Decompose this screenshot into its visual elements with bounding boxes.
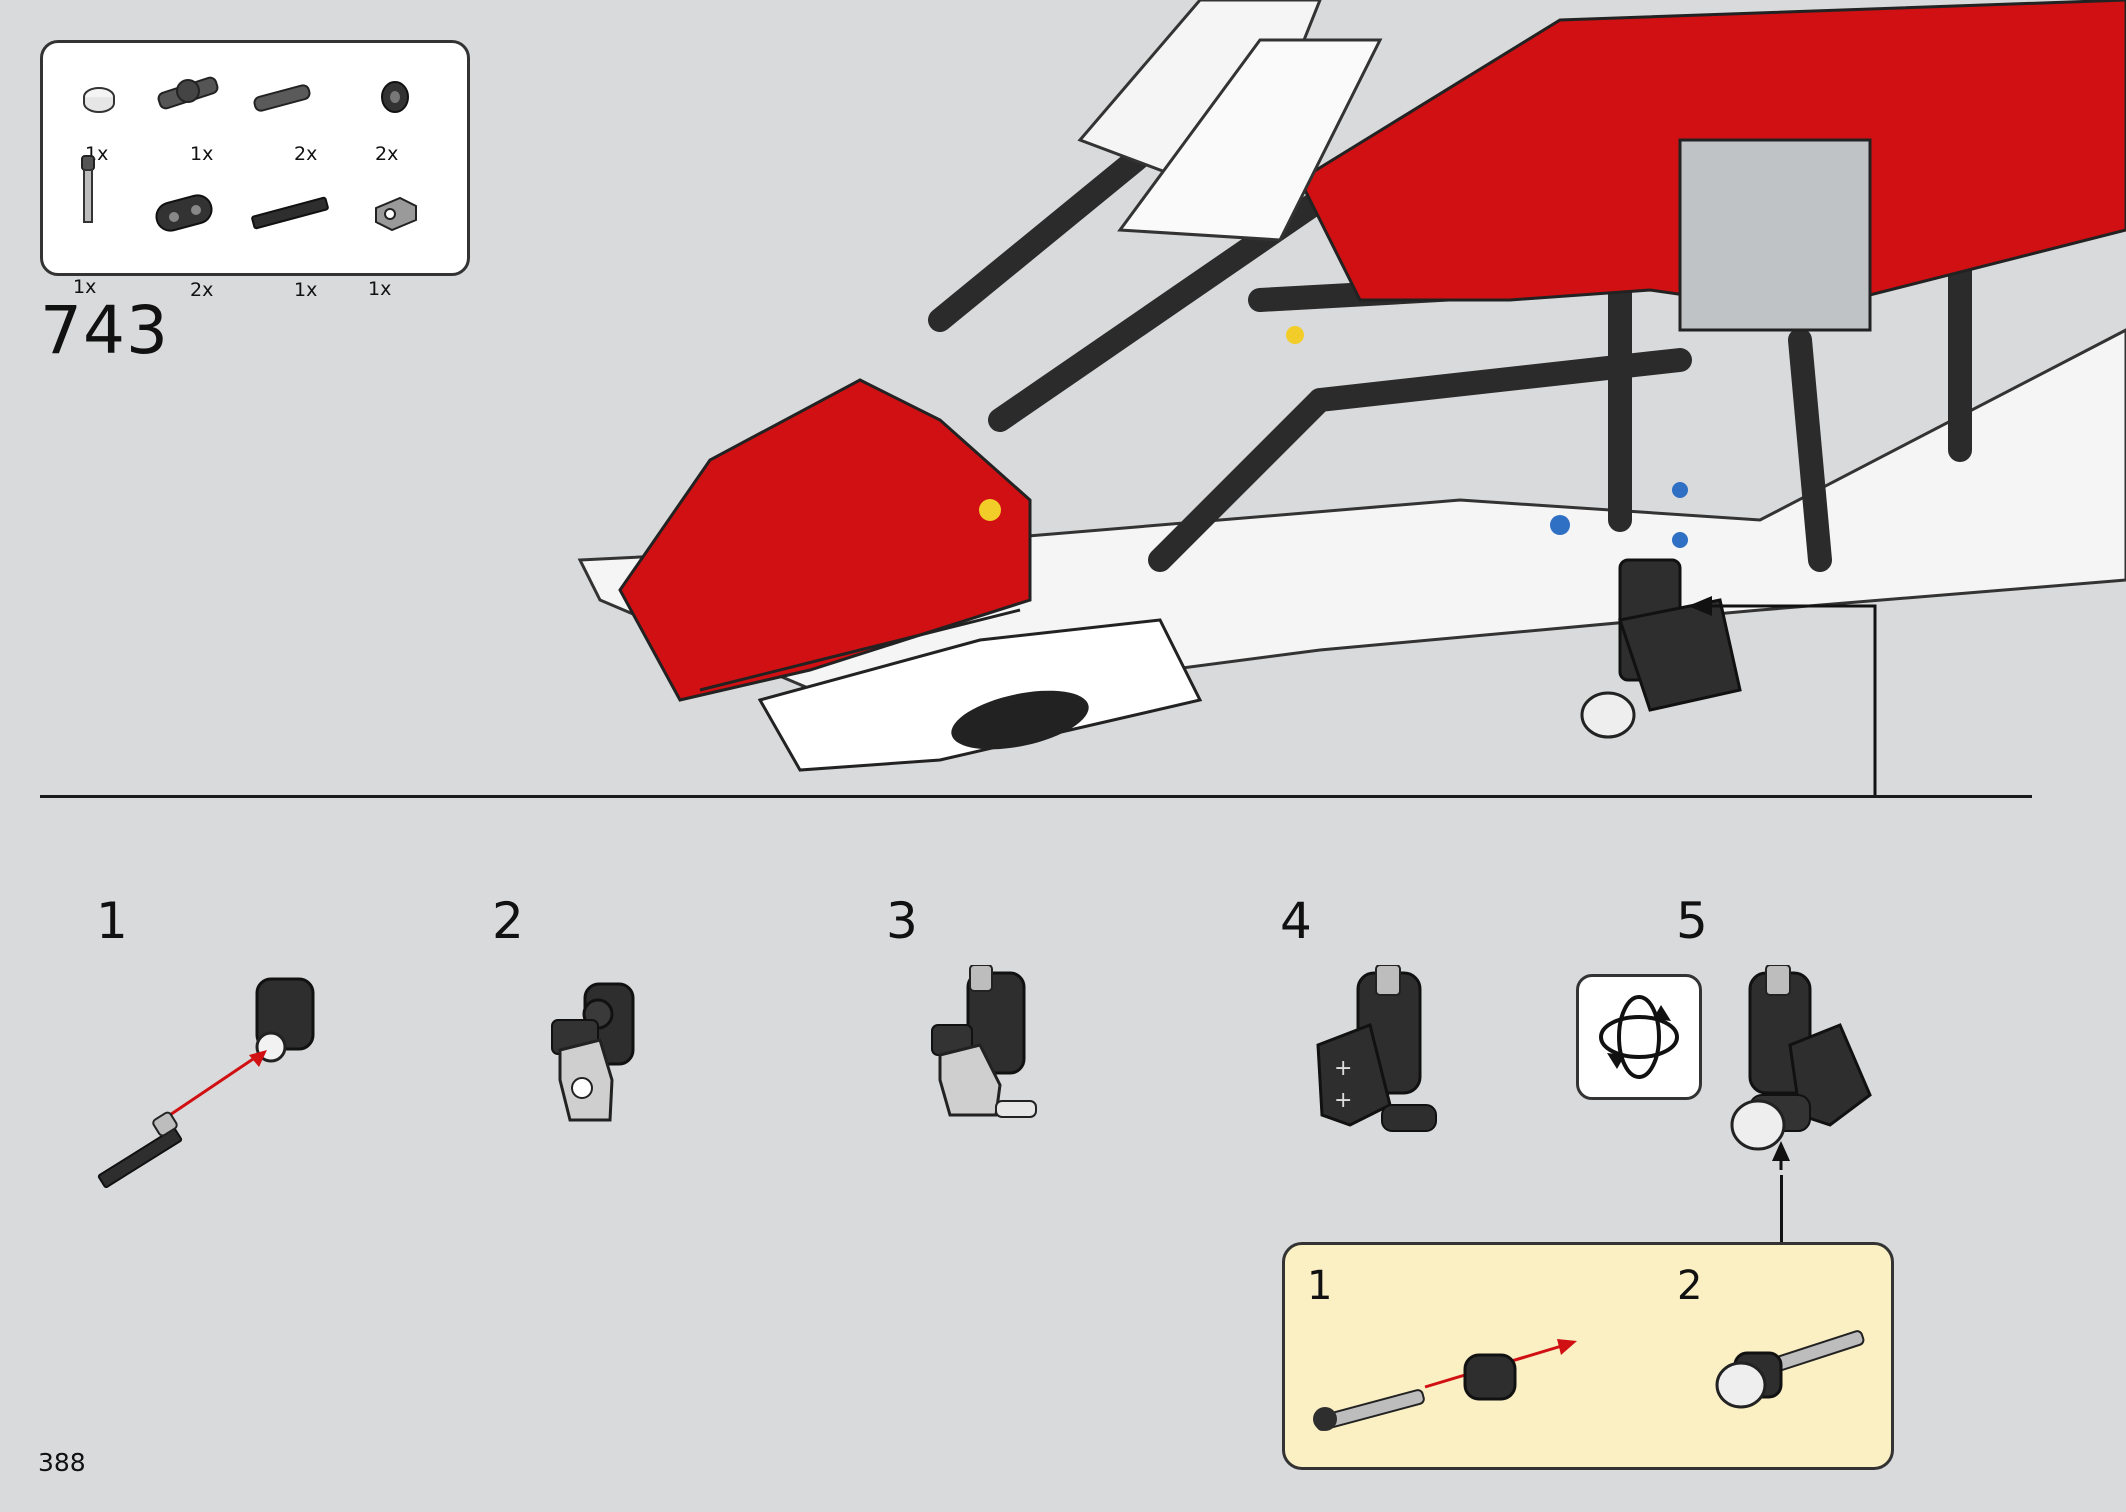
sub-assembly-callout: 1 2 <box>1282 1242 1894 1470</box>
substep-5-illustration <box>1730 965 1872 1170</box>
part-qty: 1x <box>73 276 97 298</box>
step-number: 743 <box>40 292 169 369</box>
connector-icon <box>375 196 417 232</box>
parts-list-box: 1x 1x 2x 2x 1x <box>40 40 473 301</box>
part-qty: 1x <box>294 279 318 301</box>
bush-icon <box>381 81 409 113</box>
svg-text:+: + <box>1334 1088 1352 1113</box>
round-tile-icon <box>83 87 115 113</box>
part-connector: 1x <box>368 188 478 300</box>
page-number: 388 <box>38 1448 86 1477</box>
pin-icon <box>253 84 311 112</box>
part-qty: 1x <box>368 278 392 300</box>
part-pin: 2x <box>248 73 358 173</box>
part-axle-with-stop: 1x <box>73 148 183 298</box>
part-axle: 1x <box>248 193 358 301</box>
axle-connector-icon <box>157 76 219 110</box>
callout-connector-line <box>1780 1175 1783 1242</box>
axle-with-stop-icon <box>81 155 95 223</box>
model-illustration <box>577 0 2126 795</box>
callout-step-number-2: 2 <box>1677 1263 1703 1309</box>
part-axle-connector: 1x <box>148 63 258 165</box>
substep-1-illustration <box>97 977 315 1189</box>
substep-number-1: 1 <box>96 892 128 950</box>
rotate-icon <box>1599 995 1679 1079</box>
callout-step-1-illustration <box>1313 1339 1577 1431</box>
beam-2-icon <box>155 194 213 232</box>
substep-2-illustration <box>551 982 635 1122</box>
section-divider <box>40 795 2032 798</box>
callout-step-2-illustration <box>1715 1330 1865 1409</box>
substep-number-5: 5 <box>1676 892 1708 950</box>
part-qty: 2x <box>375 143 399 165</box>
substep-number-4: 4 <box>1280 892 1312 950</box>
part-beam-2: 2x <box>148 193 258 301</box>
substep-3-illustration <box>931 965 1037 1118</box>
part-round-tile: 1x <box>73 73 183 173</box>
substep-number-3: 3 <box>886 892 918 950</box>
part-qty: 2x <box>294 143 318 165</box>
substep-number-2: 2 <box>492 892 524 950</box>
rotate-model-box <box>1576 974 1702 1100</box>
callout-step-number-1: 1 <box>1307 1263 1333 1309</box>
part-bush: 2x <box>363 73 473 173</box>
axle-icon <box>251 196 329 230</box>
svg-text:+: + <box>1334 1056 1352 1081</box>
substep-4-illustration: + + <box>1316 965 1437 1132</box>
part-qty: 1x <box>190 143 214 165</box>
part-qty: 2x <box>190 279 214 301</box>
